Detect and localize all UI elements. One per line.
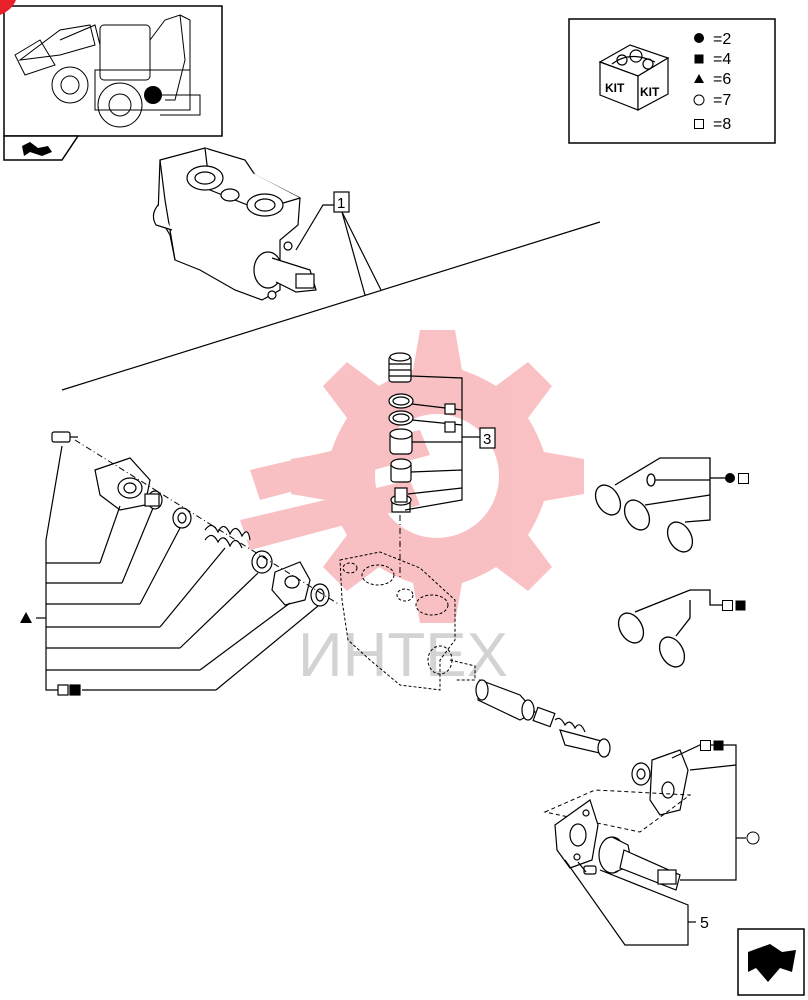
legend-row-2: =4 — [713, 51, 731, 68]
kit-2-icon — [725, 473, 735, 483]
cover-plate-and-lever[interactable] — [554, 799, 681, 891]
separator-line — [61, 221, 601, 391]
end-cap-assembly[interactable] — [631, 749, 689, 816]
o-ring-group-1[interactable] — [590, 457, 725, 556]
kit-label-left: KIT — [605, 81, 625, 95]
next-page-button[interactable] — [737, 928, 805, 996]
kit-4-icon — [735, 600, 746, 611]
legend-row-4: =7 — [713, 92, 731, 109]
o-ring-group-2[interactable] — [613, 589, 722, 671]
callout-item-1 — [295, 191, 382, 296]
kit-8-icon-3 — [700, 740, 711, 751]
kit-8-icon-2 — [722, 600, 733, 611]
callout-item-5 — [564, 859, 696, 946]
filled-square-icon — [694, 54, 704, 64]
machine-thumbnail[interactable] — [3, 5, 223, 137]
corner-badge — [0, 0, 16, 15]
open-circle-icon — [693, 94, 705, 106]
left-axis-line — [74, 439, 341, 606]
spool-assembly[interactable] — [475, 679, 611, 758]
legend-row-1: =2 — [713, 31, 731, 48]
dashed-area — [543, 789, 692, 833]
legend-row-5: =8 — [713, 116, 731, 133]
left-callout-bracket — [36, 445, 319, 696]
callout-label-5: 5 — [700, 915, 709, 932]
ghost-valve-body — [339, 551, 476, 691]
watermark-text: ИНТЕХ — [298, 621, 508, 690]
location-marker-dot — [144, 86, 162, 104]
filled-circle-icon — [694, 33, 704, 43]
end-cap-callout — [671, 744, 746, 881]
kit-4-icon-2 — [713, 740, 724, 751]
filled-triangle-icon — [694, 74, 704, 83]
kit-8-icon — [738, 473, 749, 484]
legend-row-3: =6 — [713, 71, 731, 88]
kit-box-icon — [598, 44, 670, 111]
callout-label-3: 3 — [483, 431, 491, 448]
kit-7-icon — [746, 831, 760, 845]
arrow-icon — [22, 142, 52, 156]
callout-item-3 — [404, 375, 496, 511]
relief-valve-parts[interactable] — [388, 352, 414, 513]
left-cap-parts[interactable] — [51, 431, 330, 607]
open-square-icon — [694, 119, 704, 129]
kit-label-right: KIT — [640, 85, 660, 99]
valve-section-assembly[interactable] — [152, 147, 317, 301]
previous-page-button[interactable] — [3, 135, 80, 161]
kit-legend: KIT KIT =2 =4 =6 =7 =8 — [568, 18, 776, 144]
triangle-kit-icon — [20, 612, 32, 623]
callout-label-1: 1 — [337, 195, 345, 212]
arrow-icon — [748, 944, 796, 982]
